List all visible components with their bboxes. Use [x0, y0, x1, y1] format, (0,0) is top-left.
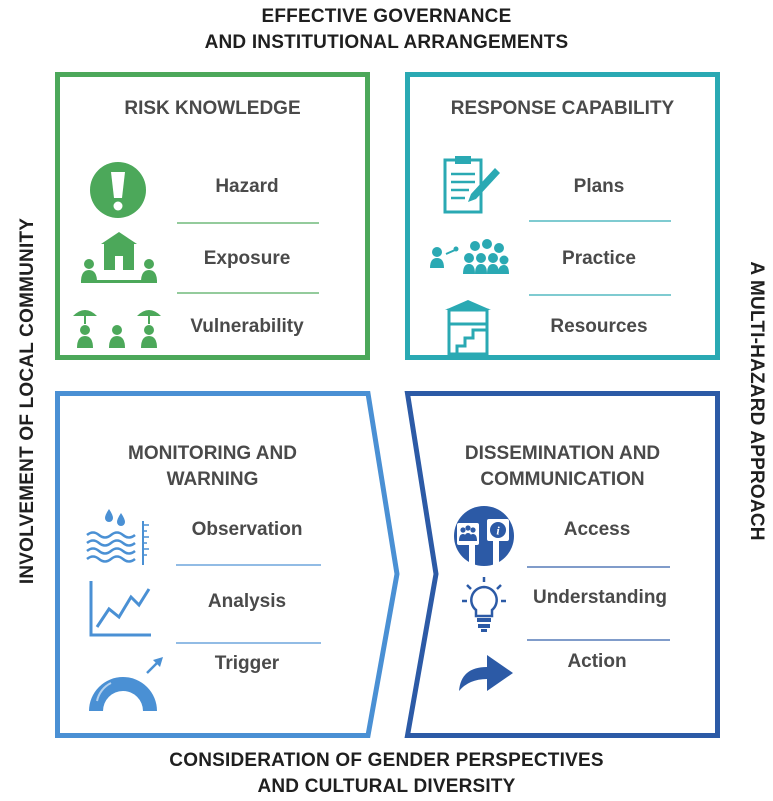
risk-knowledge-title-text: RISK KNOWLEDGE	[124, 98, 301, 119]
list-item: Trigger	[57, 649, 368, 711]
header-line-1: EFFECTIVE GOVERNANCE	[261, 6, 512, 27]
list-item: Vulnerability	[57, 298, 368, 358]
left-side-caption: INVOLVEMENT OF LOCAL COMMUNITY	[17, 217, 38, 585]
people-info-icon: i	[451, 503, 517, 572]
divider	[529, 294, 671, 296]
access-label: Access	[563, 519, 631, 540]
group-training-icon	[429, 236, 509, 281]
practice-label: Practice	[562, 248, 636, 269]
exclamation-circle-icon	[85, 160, 151, 225]
list-item: Plans	[407, 154, 718, 214]
response-capability-frame	[405, 72, 720, 360]
svg-text:i: i	[496, 524, 500, 538]
clipboard-pen-icon	[441, 154, 501, 221]
risk-knowledge-frame	[55, 72, 370, 360]
risk-knowledge-panel: RISK KNOWLEDGE Hazard Ex	[57, 74, 368, 358]
footer-caption: CONSIDERATION OF GENDER PERSPECTIVES AND…	[0, 748, 773, 800]
response-capability-title: RESPONSE CAPABILITY	[407, 96, 718, 122]
list-item: Action	[407, 647, 718, 707]
lightbulb-icon	[461, 575, 507, 640]
resources-label: Resources	[550, 316, 648, 337]
divider	[527, 639, 670, 641]
plans-label: Plans	[573, 176, 625, 197]
monitoring-warning-panel: MONITORING AND WARNING Observation	[57, 393, 368, 736]
list-item: Exposure	[57, 230, 368, 290]
monitoring-warning-frame	[55, 391, 400, 738]
list-item: Observation	[57, 505, 368, 565]
people-umbrella-icon	[71, 302, 163, 357]
list-item: Practice	[407, 232, 718, 292]
response-capability-panel: RESPONSE CAPABILITY Plans	[407, 74, 718, 358]
header-caption: EFFECTIVE GOVERNANCE AND INSTITUTIONAL A…	[0, 4, 773, 56]
house-people-icon	[79, 230, 159, 291]
response-capability-title-text: RESPONSE CAPABILITY	[450, 98, 675, 119]
divider	[177, 222, 319, 224]
monitoring-warning-title-line-1: MONITORING AND	[128, 443, 297, 464]
analysis-label: Analysis	[207, 591, 287, 612]
observation-label: Observation	[191, 519, 303, 540]
arrow-right-icon	[457, 653, 515, 698]
list-item: Resources	[407, 296, 718, 356]
divider	[176, 642, 321, 644]
monitoring-warning-title-line-2: WARNING	[166, 469, 259, 490]
dissemination-communication-frame	[404, 391, 720, 738]
dissemination-communication-title-line-1: DISSEMINATION AND	[464, 443, 661, 464]
list-item: Analysis	[57, 579, 368, 639]
divider	[527, 566, 670, 568]
gauge-arrow-icon	[87, 651, 167, 718]
dissemination-communication-title-line-2: COMMUNICATION	[480, 469, 645, 490]
hazard-label: Hazard	[215, 176, 279, 197]
header-line-2: AND INSTITUTIONAL ARRANGEMENTS	[204, 32, 569, 53]
exposure-label: Exposure	[203, 248, 291, 269]
footer-line-2: AND CULTURAL DIVERSITY	[257, 776, 516, 797]
risk-knowledge-title: RISK KNOWLEDGE	[57, 96, 368, 122]
divider	[177, 292, 319, 294]
divider	[176, 564, 321, 566]
shelter-stairs-icon	[443, 298, 493, 361]
right-side-caption: A MULTI-HAZARD APPROACH	[746, 261, 767, 541]
list-item: i Access	[407, 503, 718, 566]
vulnerability-label: Vulnerability	[190, 316, 304, 337]
list-item: Understanding	[407, 573, 718, 633]
dissemination-communication-title: DISSEMINATION AND COMMUNICATION	[407, 441, 718, 493]
footer-line-1: CONSIDERATION OF GENDER PERSPECTIVES	[169, 750, 604, 771]
action-label: Action	[567, 651, 627, 672]
divider	[529, 220, 671, 222]
list-item: Hazard	[57, 158, 368, 218]
trigger-label: Trigger	[214, 653, 280, 674]
understanding-label: Understanding	[532, 587, 668, 608]
rain-waves-gauge-icon	[85, 507, 151, 570]
line-graph-icon	[87, 579, 153, 644]
monitoring-warning-title: MONITORING AND WARNING	[57, 441, 368, 493]
dissemination-communication-panel: DISSEMINATION AND COMMUNICATION i Access	[407, 393, 718, 736]
